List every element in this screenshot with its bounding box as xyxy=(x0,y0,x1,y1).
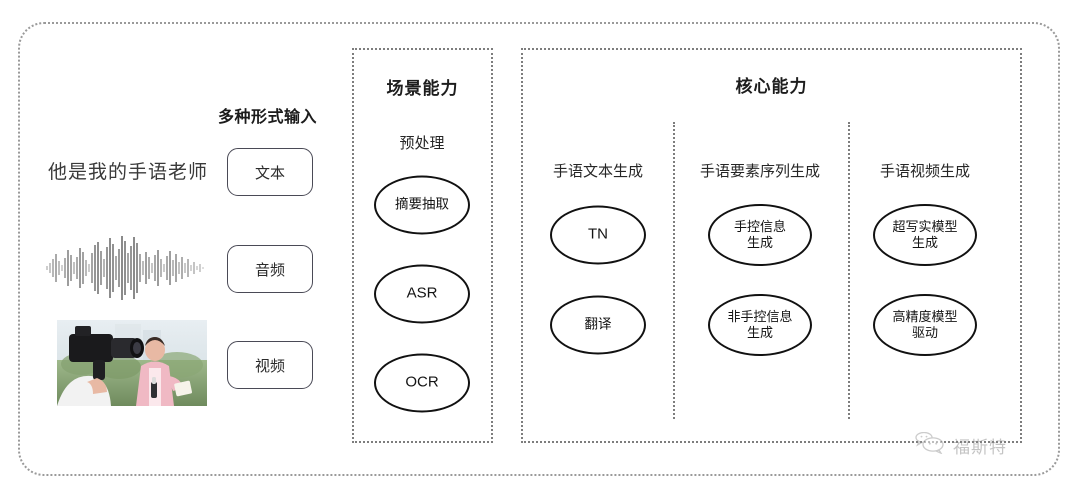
node-label: 摘要抽取 xyxy=(395,196,449,212)
node-label: ASR xyxy=(406,284,438,302)
node-non-manual-info-generation[interactable]: 非手控信息 生成 xyxy=(708,294,812,356)
node-high-precision-model-driving[interactable]: 高精度模型 驱动 xyxy=(873,294,977,356)
node-tn[interactable]: TN xyxy=(550,205,646,265)
watermark-text: 福斯特 xyxy=(953,438,1007,457)
panel-scene-title: 场景能力 xyxy=(386,79,459,98)
node-label: TN xyxy=(588,225,608,243)
node-label: 非手控信息 生成 xyxy=(727,309,793,340)
wechat-bubbles-icon xyxy=(912,431,946,459)
column-header-preprocess: 预处理 xyxy=(399,135,445,152)
column-header-sign-element-sequence-generation: 手语要素序列生成 xyxy=(699,163,821,180)
node-summary-extraction[interactable]: 摘要抽取 xyxy=(374,175,470,235)
core-column-divider-1 xyxy=(673,122,675,419)
input-modality-video-button[interactable]: 视频 xyxy=(227,341,313,389)
panel-scene-capability: 场景能力 xyxy=(352,48,493,443)
core-column-divider-2 xyxy=(848,122,850,419)
node-label: 高精度模型 驱动 xyxy=(892,309,958,340)
panel-core-title: 核心能力 xyxy=(735,77,808,96)
node-manual-info-generation[interactable]: 手控信息 生成 xyxy=(708,204,812,266)
outer-frame xyxy=(18,22,1060,476)
audio-waveform-icon xyxy=(45,233,207,303)
node-hyperrealistic-model-generation[interactable]: 超写实模型 生成 xyxy=(873,204,977,266)
column-header-sign-text-generation: 手语文本生成 xyxy=(552,163,644,180)
column-header-sign-video-generation: 手语视频生成 xyxy=(879,163,971,180)
node-ocr[interactable]: OCR xyxy=(374,353,470,413)
input-modality-text-button[interactable]: 文本 xyxy=(227,148,313,196)
video-thumbnail xyxy=(57,320,207,406)
node-label: 超写实模型 生成 xyxy=(892,219,958,250)
node-translation[interactable]: 翻译 xyxy=(550,295,646,355)
node-label: 翻译 xyxy=(584,316,612,332)
sample-sentence-text: 他是我的手语老师 xyxy=(48,162,209,183)
node-asr[interactable]: ASR xyxy=(374,264,470,324)
input-modality-audio-button[interactable]: 音频 xyxy=(227,245,313,293)
node-label: OCR xyxy=(405,373,439,391)
watermark: 福斯特 xyxy=(912,431,1007,459)
input-section-caption: 多种形式输入 xyxy=(218,109,318,126)
node-label: 手控信息 生成 xyxy=(733,219,786,250)
panel-core-capability: 核心能力 xyxy=(521,48,1022,443)
